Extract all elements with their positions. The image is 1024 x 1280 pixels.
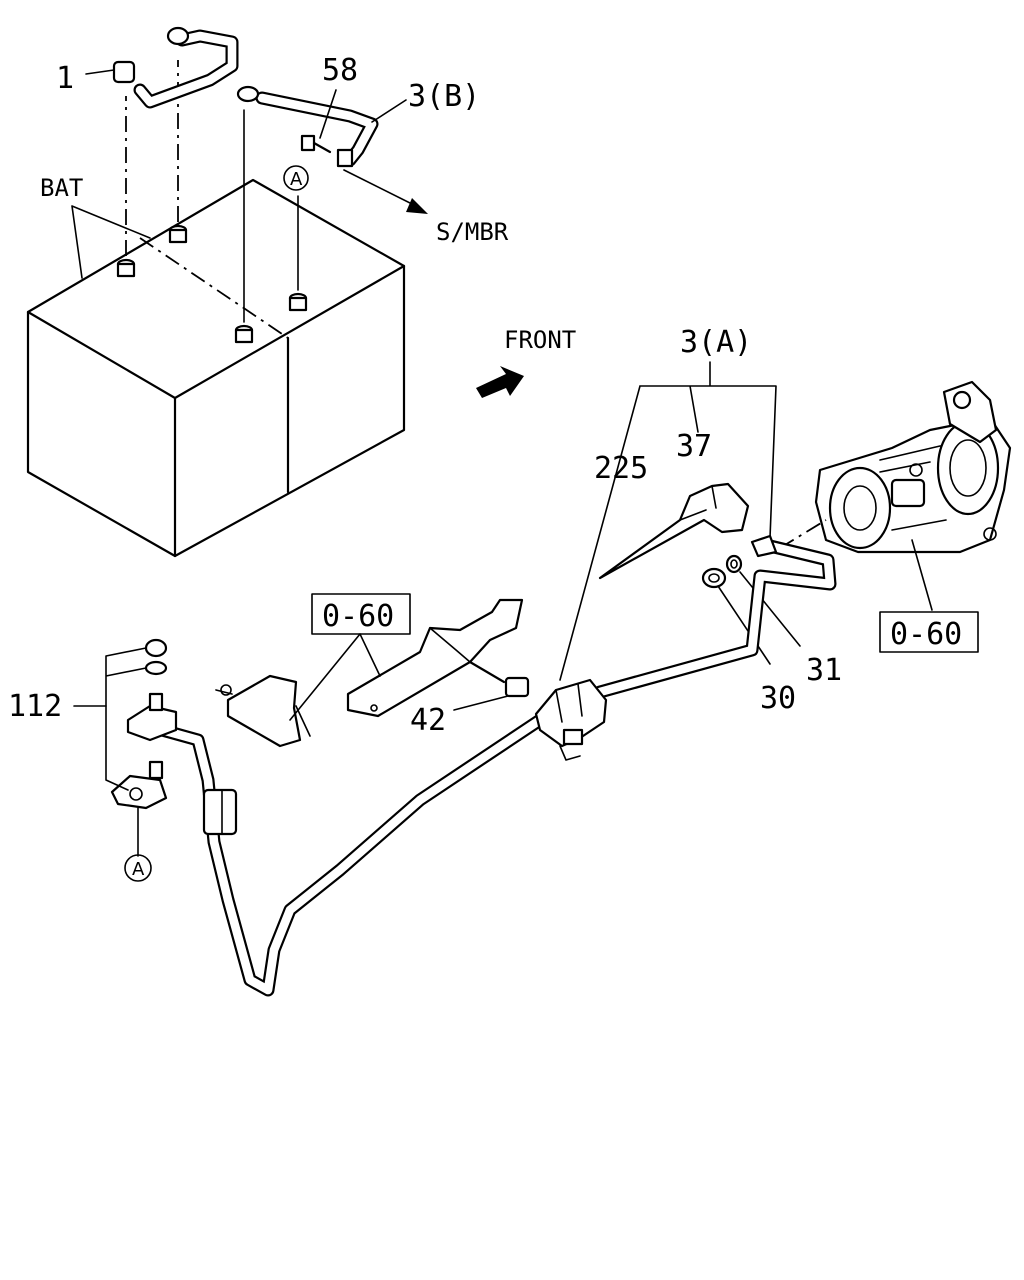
battery-terminal <box>288 292 308 312</box>
connector-225 <box>534 678 608 761</box>
ref-a-top-circle <box>283 165 309 191</box>
battery-terminal <box>168 224 188 244</box>
battery-terminal <box>116 258 136 278</box>
washer-31 <box>725 554 743 574</box>
boot-cover-37 <box>598 482 750 580</box>
ref-060-starter-box <box>879 611 979 653</box>
starter-motor <box>814 380 1012 554</box>
nut-30 <box>701 567 727 589</box>
bracket-right <box>346 598 524 718</box>
ref-a-bottom-label: A <box>132 859 145 880</box>
part-1-leader <box>85 69 115 75</box>
cable-3a <box>155 534 837 997</box>
battery <box>26 60 406 558</box>
part-112-label: 112 <box>8 689 62 724</box>
ref-060-bracket-leader <box>289 633 381 721</box>
part-3b-leader <box>371 99 407 123</box>
smbr-arrowhead <box>406 198 428 214</box>
starter-ref-leader <box>911 539 933 611</box>
starter-dash-line <box>779 519 827 549</box>
part-42-label: 42 <box>410 703 446 738</box>
part-37-label: 37 <box>676 429 712 464</box>
smbr-arrow-line <box>343 169 421 209</box>
part-31-label: 31 <box>806 653 842 688</box>
bat-leader <box>71 205 151 279</box>
bolt-58 <box>300 134 332 154</box>
part-58-label: 58 <box>322 53 358 88</box>
part-30-label: 30 <box>760 681 796 716</box>
bolt-42 <box>468 660 530 698</box>
ground-cable-112 <box>110 638 178 810</box>
front-label: FRONT <box>504 326 576 354</box>
ref-060-bracket-box <box>311 593 411 635</box>
part-3b-label: 3(B) <box>408 79 480 114</box>
part-58-leader <box>319 89 337 139</box>
part-112-tree <box>105 647 147 791</box>
part-30-leader <box>717 585 771 665</box>
cable-3b <box>236 85 379 168</box>
part-3a-tree <box>559 361 777 681</box>
smbr-label: S/MBR <box>436 218 509 246</box>
bracket-left <box>215 674 311 748</box>
part-42-leader <box>453 695 509 711</box>
cable-1 <box>112 26 239 109</box>
part-3a-label: 3(A) <box>680 325 752 360</box>
battery-terminal <box>234 324 254 344</box>
part-1-label: 1 <box>56 61 74 96</box>
part-31-leader <box>739 571 801 647</box>
bat-label: BAT <box>40 174 83 202</box>
ref-060-bracket-label: 0-60 <box>322 599 394 634</box>
front-arrow-icon <box>476 366 524 398</box>
ref-060-starter-label: 0-60 <box>890 617 962 652</box>
part-225-label: 225 <box>594 451 648 486</box>
ref-a-bottom-circle <box>124 854 152 882</box>
ref-a-top-label: A <box>290 169 303 190</box>
